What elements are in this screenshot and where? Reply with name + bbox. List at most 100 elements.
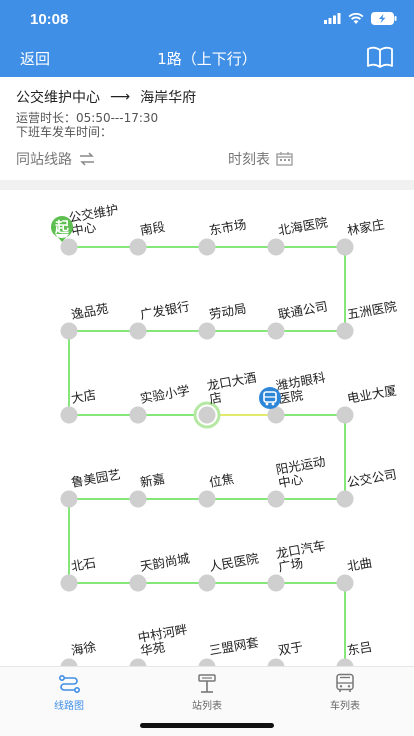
stop-node[interactable] xyxy=(129,490,147,508)
stop-node[interactable] xyxy=(60,322,78,340)
status-time: 10:08 xyxy=(30,11,69,28)
stop-node[interactable] xyxy=(198,574,216,592)
stop-node[interactable] xyxy=(267,322,285,340)
route-origin: 公交维护中心 xyxy=(16,90,100,106)
stop-node[interactable] xyxy=(336,322,354,340)
stop-node[interactable] xyxy=(129,406,147,424)
calendar-icon xyxy=(276,152,293,166)
stop-label[interactable]: 南段 xyxy=(139,219,166,238)
stop-node[interactable] xyxy=(198,238,216,256)
stop-label[interactable]: 联通公司 xyxy=(277,298,329,321)
start-pin-icon: 起 xyxy=(50,216,73,242)
stop-label-text: 公交维护中心 xyxy=(68,202,122,239)
stop-node[interactable] xyxy=(336,238,354,256)
stop-node[interactable] xyxy=(60,406,78,424)
stop-node[interactable] xyxy=(336,658,354,667)
stop-label-text: 双于 xyxy=(277,639,304,658)
stop-label[interactable]: 东吕 xyxy=(346,639,373,658)
stop-label[interactable]: 东市场 xyxy=(208,217,248,238)
stop-label-text: 人民医院 xyxy=(208,550,260,574)
start-pin-shape xyxy=(50,216,73,242)
section-divider xyxy=(0,180,414,190)
stop-node[interactable] xyxy=(267,490,285,508)
stop-label[interactable]: 公交公司 xyxy=(346,466,398,489)
stop-list-icon xyxy=(198,674,216,693)
stop-node[interactable] xyxy=(60,574,78,592)
stop-node[interactable] xyxy=(198,658,216,667)
stop-label-line: 新嘉 xyxy=(139,471,166,490)
stop-label[interactable]: 三盟网套 xyxy=(208,634,260,658)
stop-label[interactable]: 龙口汽车广场 xyxy=(275,538,329,575)
stop-label[interactable]: 天韵尚城 xyxy=(139,550,191,574)
stop-label[interactable]: 电业大厦 xyxy=(346,382,398,405)
bus-marker-wheel xyxy=(265,402,269,406)
stop-label[interactable]: 阳光运动中心 xyxy=(275,454,329,491)
back-button[interactable]: 返回 xyxy=(20,50,51,68)
stop-node[interactable] xyxy=(60,490,78,508)
stop-label[interactable]: 北石 xyxy=(70,555,97,574)
home-indicator xyxy=(140,723,274,728)
tab-bus-list[interactable]: 车列表 xyxy=(276,673,414,713)
stop-node[interactable] xyxy=(60,238,78,256)
timetable-button[interactable]: 时刻表 xyxy=(228,149,293,169)
stop-node[interactable] xyxy=(198,490,216,508)
tab-bus-list-label: 车列表 xyxy=(330,701,360,712)
stop-label-text: 电业大厦 xyxy=(346,382,398,405)
stop-label[interactable]: 公交维护中心 xyxy=(68,202,122,239)
tab-stop-list[interactable]: 站列表 xyxy=(138,673,276,713)
tab-route-map[interactable]: 线路图 xyxy=(0,673,138,713)
timetable-label: 时刻表 xyxy=(228,152,270,168)
stop-node[interactable] xyxy=(336,574,354,592)
stop-label[interactable]: 鲁美园艺 xyxy=(70,466,122,489)
stop-node[interactable] xyxy=(60,658,78,667)
stop-node[interactable] xyxy=(267,658,285,667)
stop-label[interactable]: 中村河畔华苑 xyxy=(137,622,191,659)
stop-label[interactable]: 劳动局 xyxy=(208,301,248,322)
stop-label[interactable]: 海徐 xyxy=(70,639,97,658)
stop-label-text: 劳动局 xyxy=(208,301,248,322)
stop-label[interactable]: 北海医院 xyxy=(277,214,329,238)
stop-label[interactable]: 大店 xyxy=(70,387,97,406)
route-map-canvas[interactable]: 公交维护中心南段 东市场 北海医院林家庄五洲医院联通公司 劳动局广发银行 逸品苑大店 实验… xyxy=(0,190,414,666)
stop-node[interactable] xyxy=(129,238,147,256)
stop-node[interactable] xyxy=(336,406,354,424)
stop-node[interactable] xyxy=(267,574,285,592)
stop-node[interactable] xyxy=(198,322,216,340)
stop-label[interactable]: 双于 xyxy=(277,639,304,658)
same-stop-lines-button[interactable]: 同站线路 xyxy=(16,149,96,169)
stop-label[interactable]: 龙口大酒店 xyxy=(206,370,260,407)
stop-label[interactable]: 北曲 xyxy=(346,555,373,574)
stop-label[interactable]: 五洲医院 xyxy=(346,298,398,322)
stop-label-line: 中心 xyxy=(277,471,305,490)
stop-label-text: 天韵尚城 xyxy=(139,550,191,574)
stop-node[interactable] xyxy=(129,658,147,667)
nav-bar: 返回 1路（上下行） xyxy=(0,40,414,77)
bus-icon xyxy=(336,673,354,692)
stop-label-text: 实验小学 xyxy=(139,382,191,405)
stop-label-text: 三盟网套 xyxy=(208,634,260,658)
book-icon[interactable] xyxy=(366,45,394,69)
stop-label-line: 人民医院 xyxy=(208,550,260,574)
bus-marker-icon[interactable] xyxy=(259,387,281,409)
stop-label[interactable]: 人民医院 xyxy=(208,550,260,574)
stop-node[interactable] xyxy=(267,406,285,424)
stop-node[interactable] xyxy=(267,238,285,256)
stop-label[interactable]: 林家庄 xyxy=(346,217,386,238)
route-map[interactable]: 公交维护中心南段 东市场 北海医院林家庄五洲医院联通公司 劳动局广发银行 逸品苑大店 实验… xyxy=(0,190,414,666)
stop-label-line: 广场 xyxy=(277,555,304,574)
stop-node[interactable] xyxy=(336,490,354,508)
app-header: 10:08 返回 1路（上下行） xyxy=(0,0,414,77)
stop-node[interactable] xyxy=(198,406,216,424)
stop-label[interactable]: 广发银行 xyxy=(139,298,191,321)
stop-label[interactable]: 实验小学 xyxy=(139,382,191,405)
stop-label-text: 联通公司 xyxy=(277,298,329,321)
stop-label-text: 五洲医院 xyxy=(346,298,398,322)
stop-label-text: 龙口汽车广场 xyxy=(275,538,329,575)
stop-label[interactable]: 逸品苑 xyxy=(70,301,110,322)
stop-label[interactable]: 新嘉 xyxy=(139,471,166,490)
stop-node[interactable] xyxy=(129,574,147,592)
status-bar: 10:08 xyxy=(0,0,414,40)
stop-label[interactable]: 潍坊眼科医院 xyxy=(275,370,330,407)
stop-node[interactable] xyxy=(129,322,147,340)
stop-label[interactable]: 位焦 xyxy=(208,471,235,490)
